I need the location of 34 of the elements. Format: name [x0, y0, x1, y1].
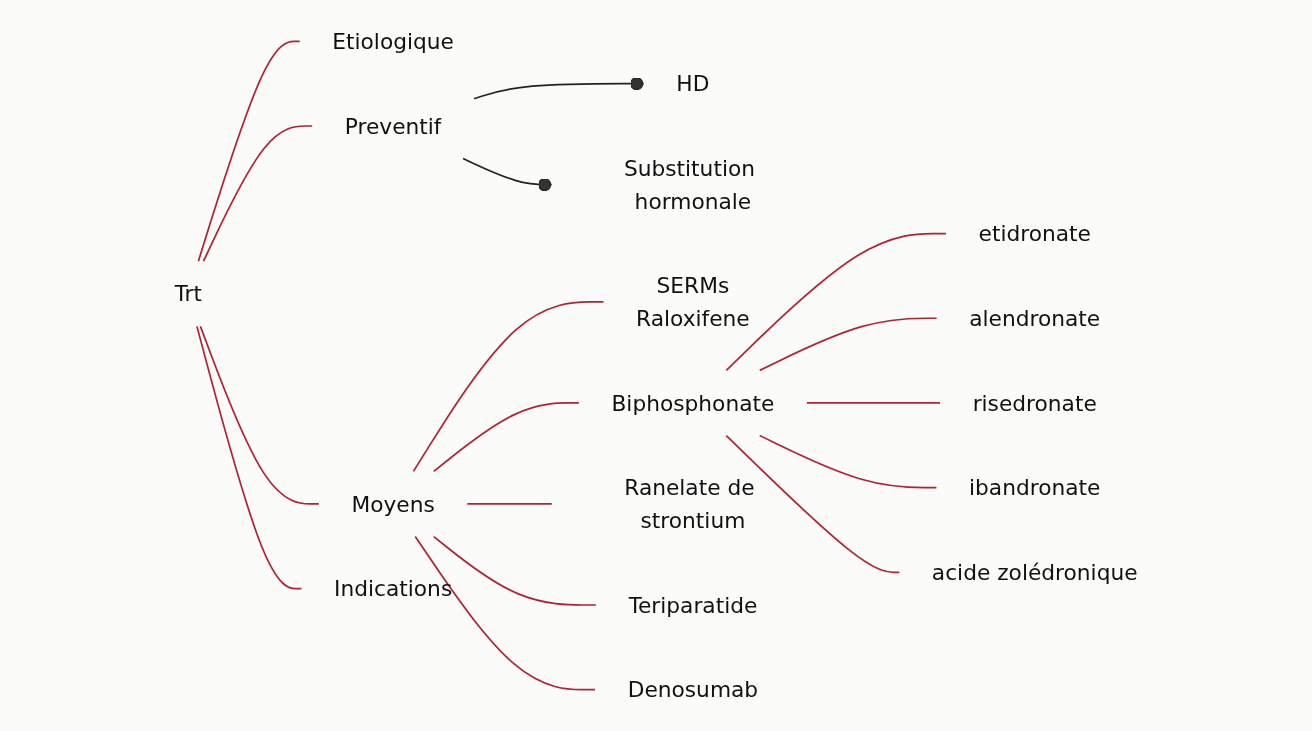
node-text: Moyens: [351, 490, 435, 518]
node-text: Etiologique: [332, 28, 454, 55]
connector: [473, 77, 645, 100]
connector: [202, 125, 314, 263]
connector: [725, 434, 901, 574]
node-text: SERMs: [656, 272, 730, 299]
node-text: risedronate: [972, 389, 1097, 417]
node-text: Preventif: [344, 112, 442, 140]
connector: [414, 535, 596, 691]
node-text: Teriparatide: [628, 591, 758, 619]
node-text: Biphosphonate: [611, 389, 775, 417]
connector: [806, 402, 941, 404]
connector: [758, 317, 938, 372]
node-text: Denosumab: [627, 676, 759, 703]
connector: [199, 325, 320, 505]
node-text: Ranelate de strontium: [624, 474, 755, 534]
node-text: acide zolédronique: [931, 559, 1138, 586]
connector: [432, 535, 597, 606]
node-label: Raloxifene: [636, 305, 750, 332]
connector: [758, 434, 938, 489]
node-text: HD: [676, 70, 710, 97]
connector: [196, 325, 303, 590]
connector: [462, 157, 553, 192]
node-text: alendronate: [969, 305, 1101, 332]
node-text: Indications: [334, 575, 453, 602]
connector: [197, 40, 301, 263]
node-text: Trt: [174, 280, 202, 307]
node-text: etidronate: [978, 220, 1091, 247]
connector: [725, 232, 947, 372]
connector: [466, 503, 553, 505]
node-text: Substitution hormonale: [623, 155, 755, 214]
node-text: ibandronate: [969, 474, 1101, 501]
connector: [432, 402, 580, 473]
connector: [412, 301, 605, 473]
